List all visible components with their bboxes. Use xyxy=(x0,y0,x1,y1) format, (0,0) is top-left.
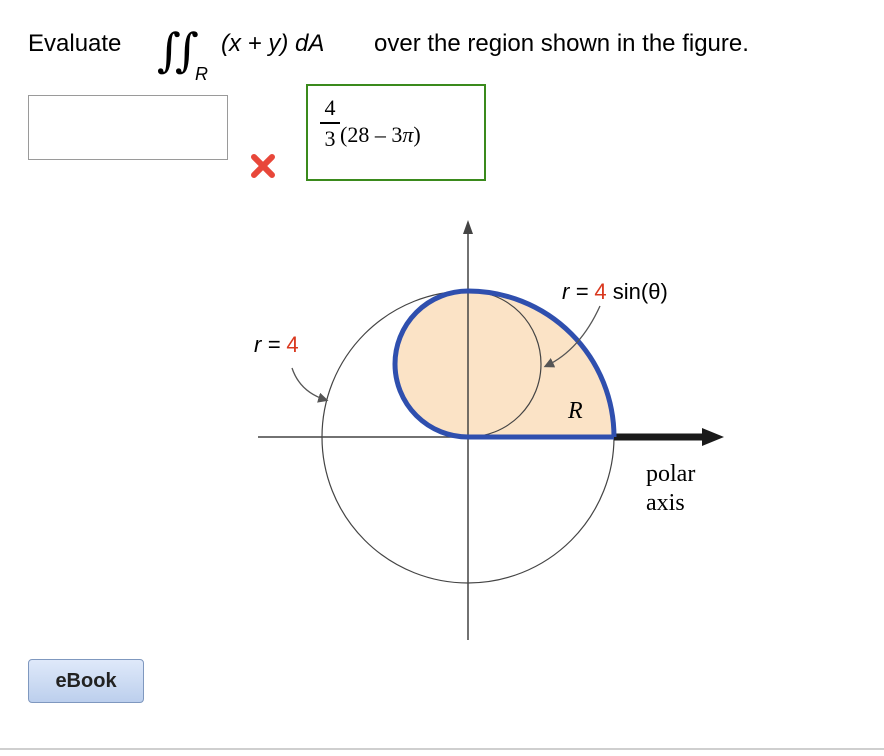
bottom-divider xyxy=(0,748,884,750)
svg-text:∫: ∫ xyxy=(175,23,199,77)
inner-label-pointer xyxy=(543,305,601,368)
vertical-axis-arrow xyxy=(463,220,473,234)
integrand: (x + y) dA xyxy=(221,30,325,57)
question-prompt: Evaluate ∫ ∫ R (x + y) dA over the regio… xyxy=(28,20,868,82)
polar-axis-label-line2: axis xyxy=(646,490,685,516)
answer-input[interactable] xyxy=(28,95,228,160)
integral-subscript: R xyxy=(195,64,208,82)
fraction-denominator: 3 xyxy=(324,126,336,151)
region-boundary-inner xyxy=(392,288,469,440)
region-r-fill xyxy=(395,291,614,437)
expr-pi: π xyxy=(402,122,414,147)
expr-close: ) xyxy=(413,122,421,147)
fraction-numerator: 4 xyxy=(324,95,336,120)
question-prefix: Evaluate xyxy=(28,30,122,57)
correct-answer-box: 4 3 (28 – 3π) xyxy=(306,84,486,181)
svg-text:∫: ∫ xyxy=(157,23,181,77)
incorrect-x-icon xyxy=(251,154,275,178)
ebook-button[interactable]: eBook xyxy=(28,659,144,703)
polar-axis-arrow xyxy=(702,428,724,446)
double-integral-symbol: ∫ ∫ R xyxy=(157,23,208,82)
polar-axis-label-line1: polar xyxy=(646,461,695,487)
correct-answer-fraction: 4 3 xyxy=(320,96,340,151)
fraction-bar xyxy=(320,122,340,124)
question-rest: over the region shown in the figure. xyxy=(374,30,749,57)
outer-circle-label: r = 4 xyxy=(254,332,299,357)
inner-circle-label: r = 4 sin(θ) xyxy=(562,279,668,304)
polar-region-figure: r = 4 r = 4 sin(θ) R polar axis xyxy=(254,220,724,640)
correct-answer-expression: (28 – 3π) xyxy=(340,122,421,148)
outer-label-pointer xyxy=(291,367,329,403)
region-boundary-outer xyxy=(467,288,617,438)
region-label: R xyxy=(567,398,583,424)
expr-open: (28 – 3 xyxy=(340,122,403,147)
